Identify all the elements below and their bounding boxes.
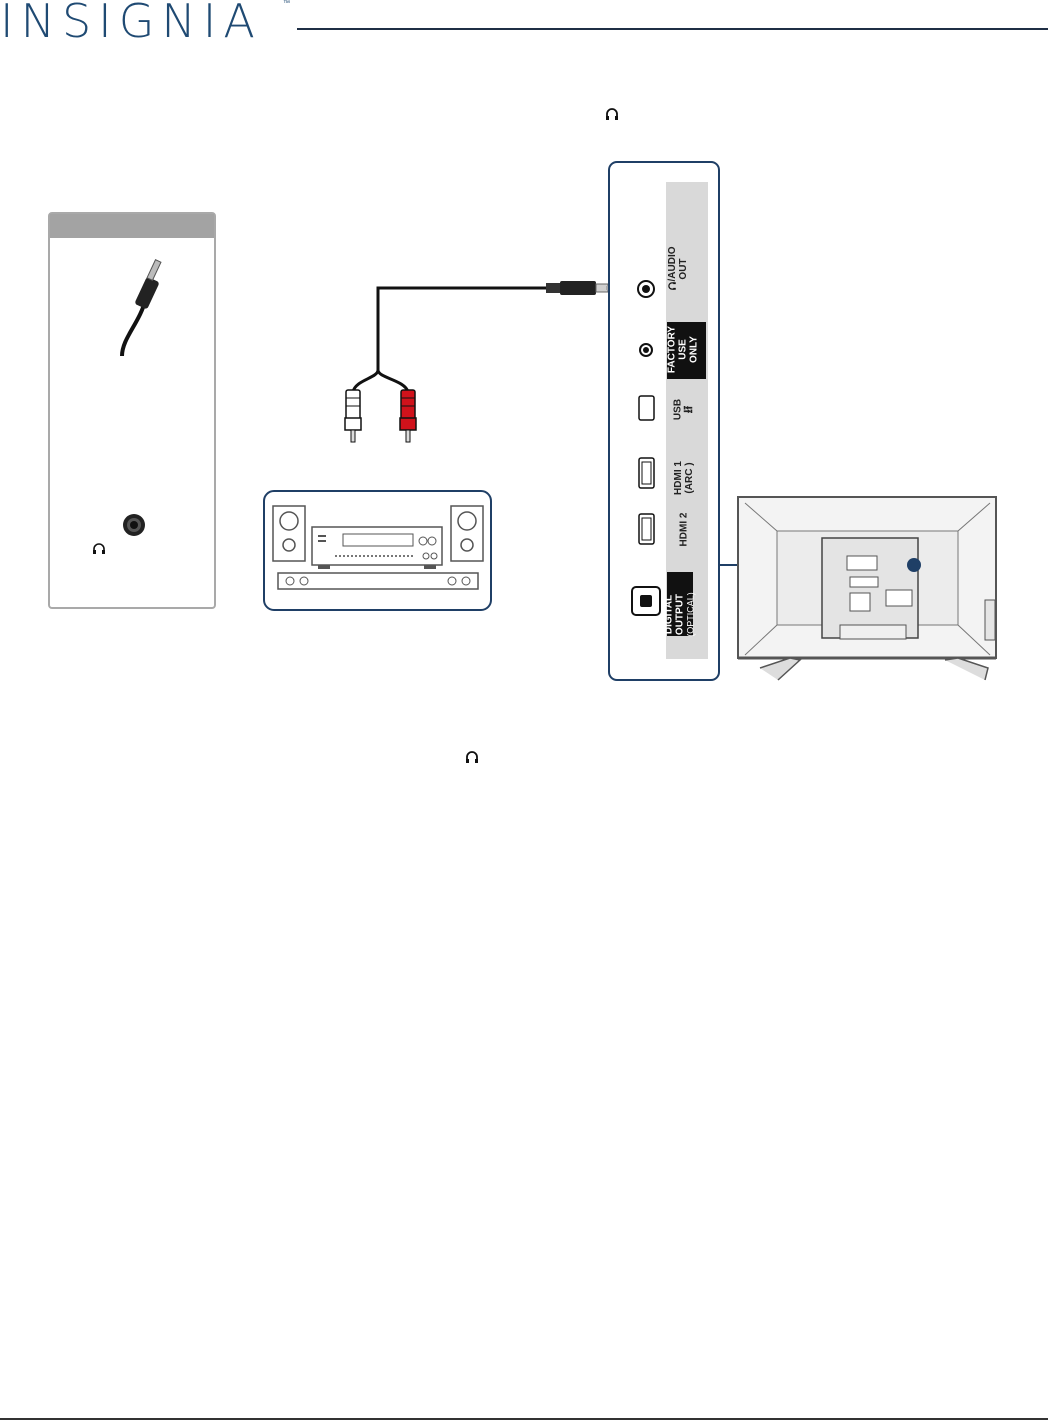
headphone-icon: [93, 543, 105, 554]
rca-red-plug: [399, 389, 417, 443]
port-label-hdmi1: HDMI 1 (ARC ): [673, 461, 695, 495]
tv-back-illustration: [737, 496, 997, 681]
cable-legend-panel: [48, 212, 216, 609]
headphone-icon: [668, 282, 677, 291]
audio-jack-icon: [123, 514, 145, 536]
trademark-mark: ™: [283, 0, 290, 7]
port-label-optical: DIGITAL OUTPUT (OPTICAL): [663, 592, 696, 637]
port-label-factory: FACTORY USE ONLY: [666, 325, 700, 374]
port-label-hdmi2: HDMI 2: [678, 512, 690, 547]
stereo-system-illustration: [263, 490, 492, 611]
rca-white-plug: [344, 389, 362, 443]
brand-logo: INSIGNIA: [0, 0, 262, 48]
headphone-icon: [466, 751, 478, 763]
header-rule: [297, 28, 1048, 30]
audio-cable: [351, 281, 612, 393]
cable-legend-header: [50, 214, 214, 238]
headphone-icon: [606, 108, 618, 120]
mini-plug-icon: [120, 259, 162, 357]
tv-port-panel: [608, 161, 720, 681]
connection-diagram: [263, 161, 997, 681]
usb-icon: ⭿: [681, 405, 696, 414]
cable-legend-art: [93, 259, 162, 554]
port-label-usb: USB ⭿: [672, 398, 696, 421]
footer-rule: [0, 1418, 1048, 1420]
